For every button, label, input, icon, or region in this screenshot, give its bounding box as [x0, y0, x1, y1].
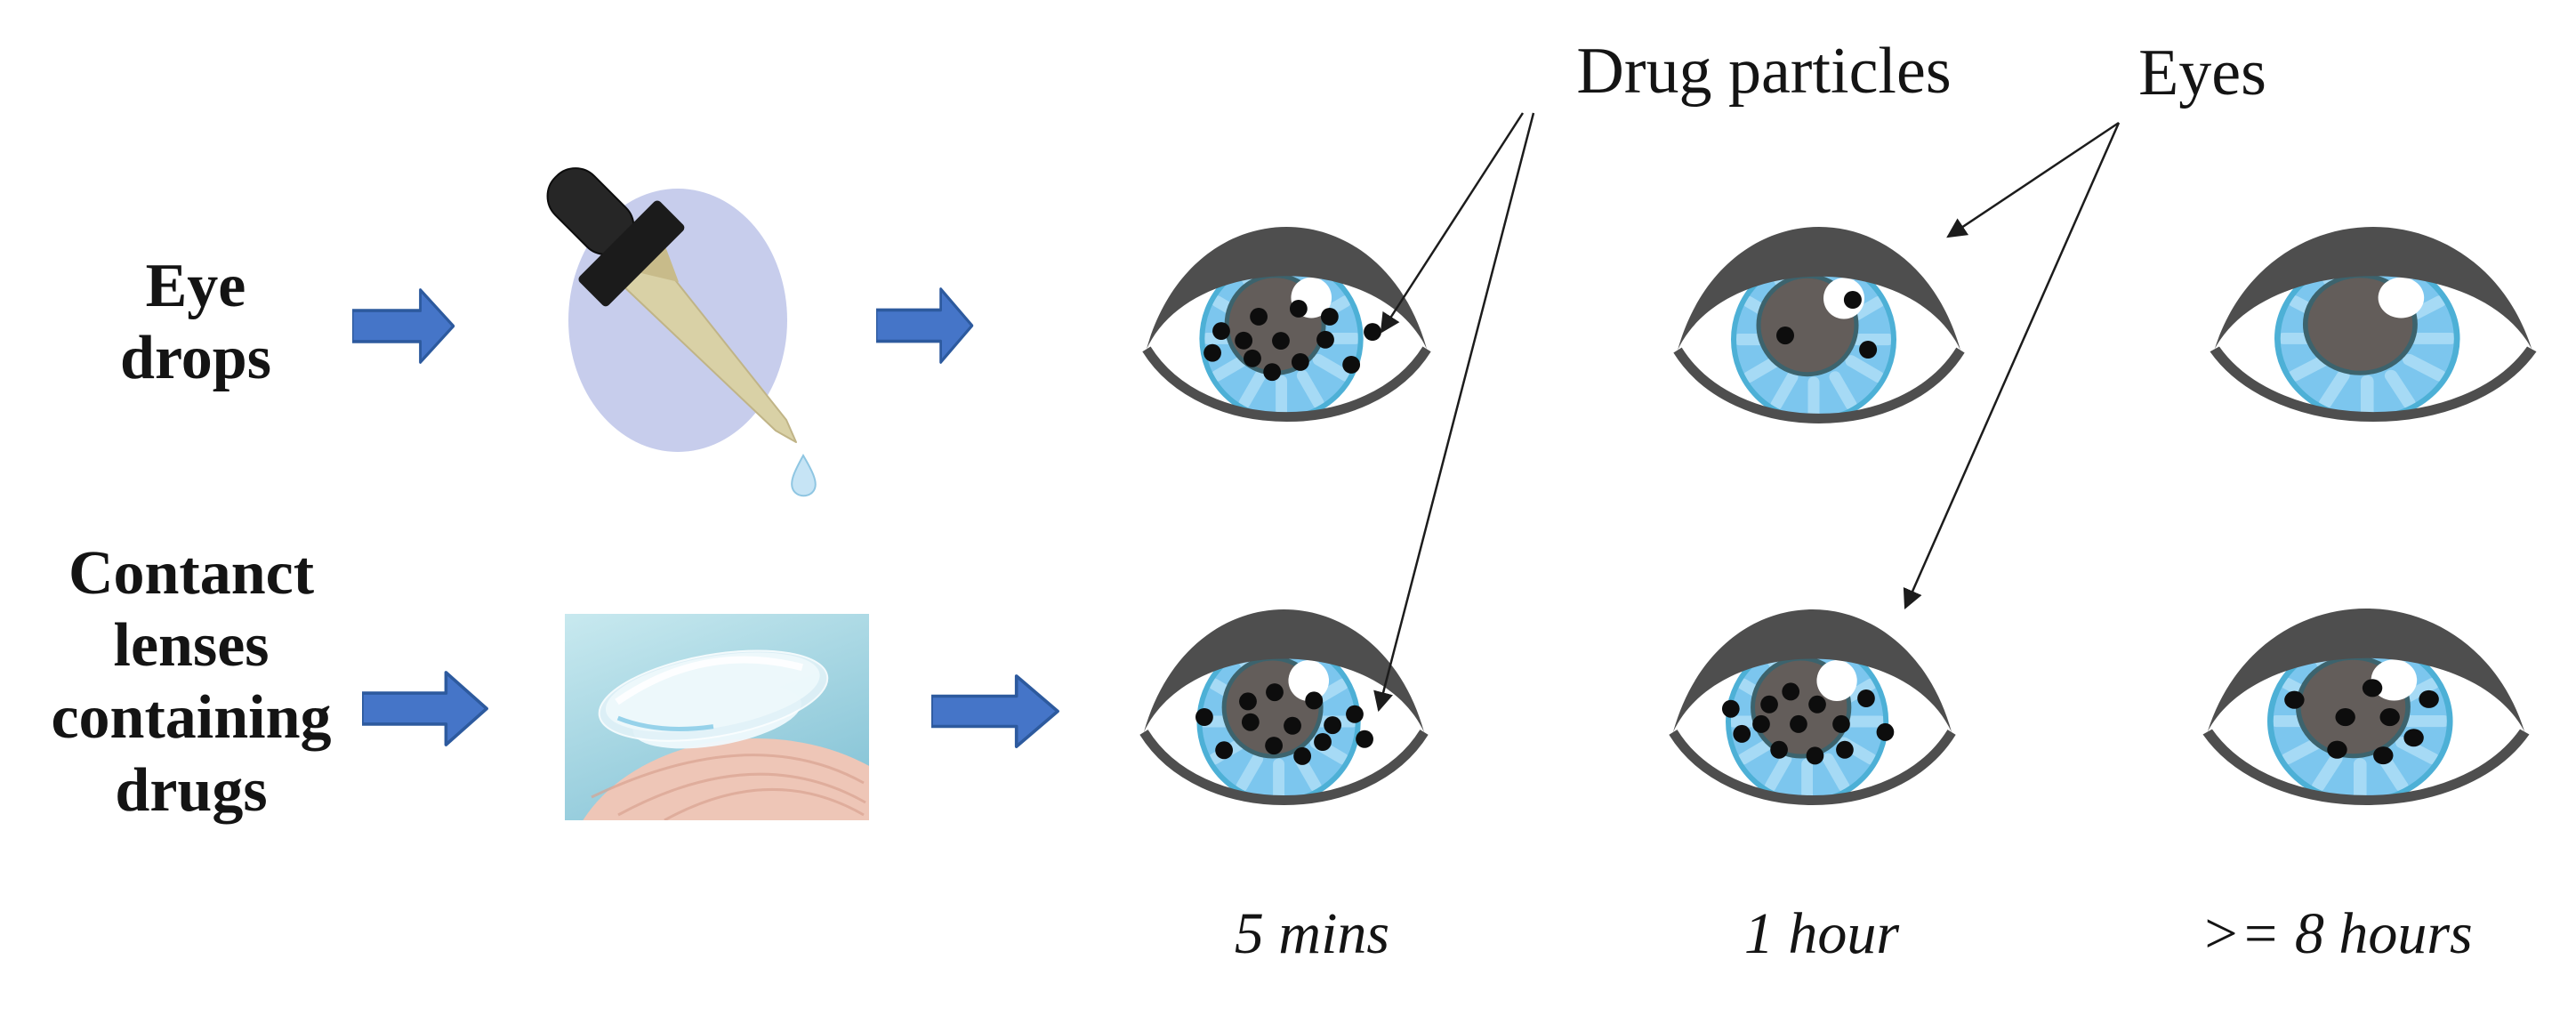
flow-arrow-icon	[931, 674, 1059, 748]
eye-eyedrops-1hour	[1672, 216, 1966, 435]
drug-particle-dots	[1195, 683, 1373, 765]
time-label-8-hours: >= 8 hours	[2201, 901, 2473, 966]
pointer-eyes-to-row1-eye	[1946, 121, 2120, 238]
fingerprint-ridges	[591, 754, 866, 820]
row-label-eye-drops: Eye drops	[36, 250, 356, 394]
flow-arrow-icon	[352, 288, 455, 364]
drug-particle-dots	[1721, 682, 1895, 765]
eyes-label: Eyes	[2138, 36, 2266, 109]
drug-particle-dots	[1776, 290, 1878, 359]
row-label-contact-lenses: Contanct lenses containing drugs	[22, 537, 360, 826]
eye-lens-8hours	[2202, 598, 2531, 817]
drug-particle-dots	[2284, 679, 2439, 765]
row-label-line: Eye	[145, 252, 246, 320]
flow-arrow-icon	[362, 671, 488, 746]
contact-lens-photo	[565, 614, 869, 820]
eye-eyedrops-8hours	[2209, 216, 2538, 433]
flow-arrow-icon	[876, 287, 974, 364]
drug-particles-label: Drug particles	[1576, 35, 1952, 108]
eye-lens-5min	[1139, 599, 1429, 817]
row-label-line: Contanct	[68, 539, 315, 608]
drug-particle-dots	[1203, 300, 1381, 382]
dropper-glass-facet	[626, 246, 679, 282]
dropper-bulb	[546, 167, 685, 307]
time-label-5-mins: 5 mins	[1234, 901, 1390, 966]
liquid-drop-icon	[791, 453, 817, 497]
row-label-line: drugs	[115, 755, 268, 825]
time-label-1-hour: 1 hour	[1743, 901, 1900, 966]
row-label-line: lenses	[113, 611, 270, 681]
eye-lens-1hour	[1668, 599, 1957, 817]
row-label-line: containing	[51, 683, 332, 753]
eye-dropper-icon	[546, 167, 817, 497]
contact-lens	[598, 649, 829, 749]
eye-eyedrops-5min	[1141, 216, 1432, 433]
row-label-line: drops	[120, 324, 271, 393]
